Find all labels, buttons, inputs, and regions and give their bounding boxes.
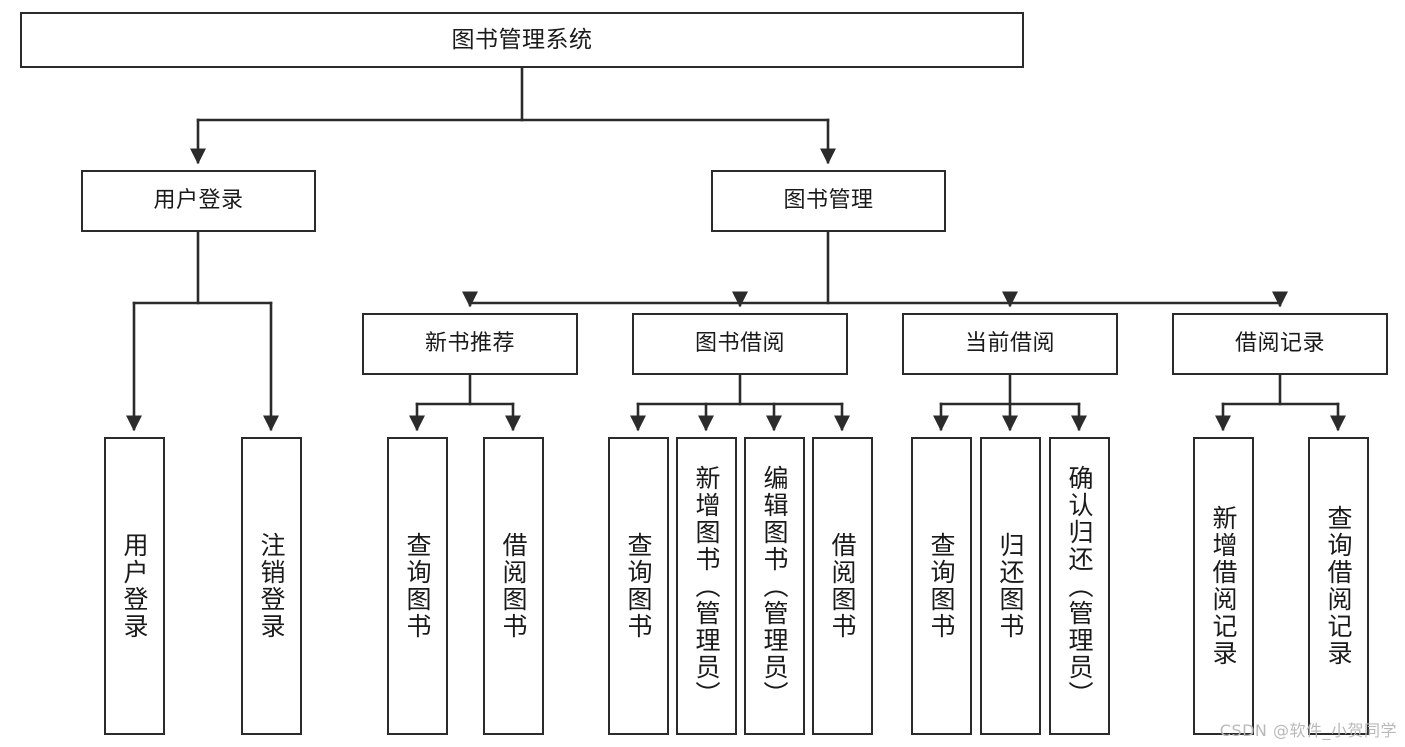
node-new-book-recommend[interactable]: 新书推荐 <box>362 313 578 375</box>
leaf-borrow-book[interactable]: 借阅图书 <box>812 437 873 735</box>
node-book-borrow[interactable]: 图书借阅 <box>632 313 848 375</box>
node-label: 图书管理系统 <box>451 26 593 53</box>
node-root-system[interactable]: 图书管理系统 <box>20 12 1024 68</box>
node-label: 用户登录 <box>153 188 244 214</box>
leaf-label: 借阅图书 <box>828 532 857 640</box>
leaf-label: 查询图书 <box>927 532 956 640</box>
leaf-label: 用户登录 <box>120 532 149 640</box>
leaf-add-book-admin[interactable]: 新增图书（管理员） <box>676 437 737 735</box>
node-book-management[interactable]: 图书管理 <box>711 170 946 232</box>
leaf-label: 新增借阅记录 <box>1209 505 1238 667</box>
node-current-borrow[interactable]: 当前借阅 <box>902 313 1118 375</box>
leaf-label: 查询借阅记录 <box>1324 505 1353 667</box>
leaf-label: 查询图书 <box>403 532 432 640</box>
node-borrow-record[interactable]: 借阅记录 <box>1172 313 1388 375</box>
node-label: 当前借阅 <box>964 331 1055 357</box>
leaf-label: 编辑图书（管理员） <box>760 464 789 708</box>
node-label: 借阅记录 <box>1234 331 1325 357</box>
leaf-label: 注销登录 <box>257 532 286 640</box>
leaf-add-borrow-record[interactable]: 新增借阅记录 <box>1193 437 1254 735</box>
leaf-label: 确认归还（管理员） <box>1065 464 1094 708</box>
node-user-login[interactable]: 用户登录 <box>81 170 316 232</box>
leaf-logout[interactable]: 注销登录 <box>241 437 302 735</box>
leaf-query-book-borrow[interactable]: 查询图书 <box>608 437 669 735</box>
node-label: 新书推荐 <box>424 331 515 357</box>
node-label: 图书管理 <box>783 188 874 214</box>
leaf-label: 归还图书 <box>996 532 1025 640</box>
node-label: 图书借阅 <box>694 331 785 357</box>
leaf-return-book[interactable]: 归还图书 <box>980 437 1041 735</box>
leaf-user-login[interactable]: 用户登录 <box>104 437 165 735</box>
leaf-query-book-recommend[interactable]: 查询图书 <box>387 437 448 735</box>
leaf-confirm-return-admin[interactable]: 确认归还（管理员） <box>1049 437 1110 735</box>
watermark-text: CSDN @软件_小贺同学 <box>1219 721 1397 740</box>
leaf-borrow-book-recommend[interactable]: 借阅图书 <box>483 437 544 735</box>
leaf-label: 借阅图书 <box>499 532 528 640</box>
leaf-query-book-current[interactable]: 查询图书 <box>911 437 972 735</box>
leaf-label: 新增图书（管理员） <box>692 464 721 708</box>
leaf-label: 查询图书 <box>624 532 653 640</box>
leaf-edit-book-admin[interactable]: 编辑图书（管理员） <box>744 437 805 735</box>
leaf-query-borrow-record[interactable]: 查询借阅记录 <box>1308 437 1369 735</box>
